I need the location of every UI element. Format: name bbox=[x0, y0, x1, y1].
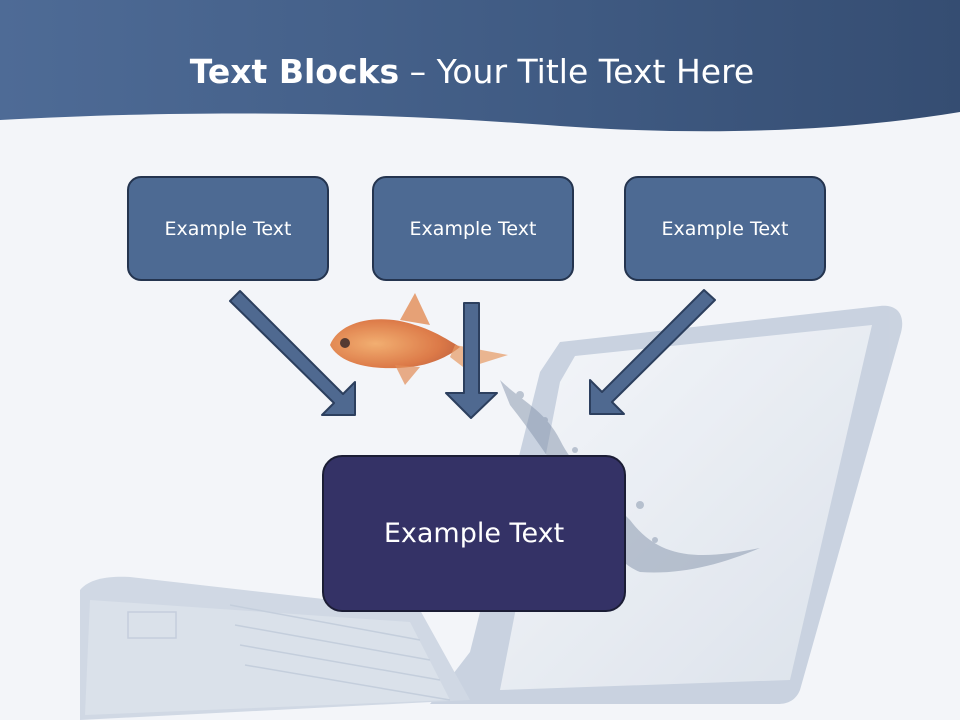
text-box-center[interactable]: Example Text bbox=[322, 455, 626, 612]
text-box-left[interactable]: Example Text bbox=[127, 176, 329, 281]
title-bold: Text Blocks bbox=[189, 52, 400, 91]
text-box-right[interactable]: Example Text bbox=[624, 176, 826, 281]
title-rest: – Your Title Text Here bbox=[399, 52, 755, 91]
goldfish-icon bbox=[330, 293, 508, 385]
text-box-middle[interactable]: Example Text bbox=[372, 176, 574, 281]
slide-title: Text Blocks – Your Title Text Here bbox=[0, 52, 944, 91]
